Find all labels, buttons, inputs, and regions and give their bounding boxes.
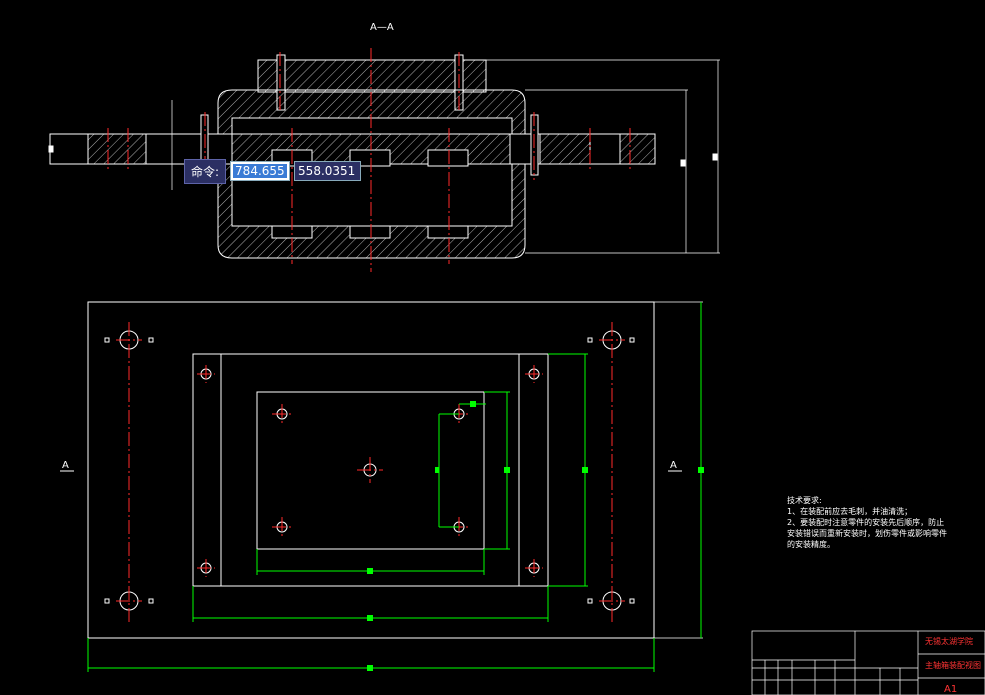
tech-title: 技术要求:: [787, 496, 822, 505]
x-coordinate-value: 784.655: [233, 164, 287, 178]
section-mark-right: A: [670, 460, 677, 471]
title-block-school: 无锡太湖学院: [925, 637, 973, 646]
gear-block-3: [427, 149, 469, 167]
center-lines-top: [107, 48, 631, 272]
frame-left-rail: [192, 353, 222, 587]
tech-line-4: 的安装精度。: [787, 540, 835, 549]
lower-block-3: [427, 225, 469, 239]
dimension-grips[interactable]: [367, 401, 704, 671]
lower-block-2: [349, 225, 391, 239]
section-view-a-a[interactable]: [48, 54, 720, 259]
command-prompt: 命令:: [184, 158, 227, 184]
shaft-hatch-right: [539, 133, 591, 165]
title-block-sheet-size: A1: [944, 684, 958, 695]
base-plate: [87, 301, 655, 639]
dimension-lines: [87, 302, 702, 672]
center-lines-plan: [116, 322, 625, 622]
plan-view[interactable]: [87, 301, 703, 639]
dynamic-input-tooltip[interactable]: 命令: 784.655 558.0351: [184, 158, 362, 184]
tech-line-3: 安装错误而重新安装时，划伤零件或影响零件: [787, 529, 947, 538]
shaft-hatch-far-right: [619, 133, 656, 165]
tech-line-2: 2、要装配时注意零件的安装先后顺序，防止: [787, 518, 945, 527]
x-coordinate-input[interactable]: 784.655: [230, 161, 291, 181]
frame-right-rail: [518, 353, 549, 587]
title-block-drawing-name: 主轴箱装配视图: [925, 661, 981, 670]
y-coordinate-input[interactable]: 558.0351: [294, 161, 362, 181]
top-cover-plate: [257, 59, 487, 93]
inner-plate: [256, 391, 485, 550]
tech-line-1: 1、在装配前应去毛刺，并油清洗；: [787, 507, 913, 516]
technical-requirements: 技术要求: 1、在装配前应去毛刺，并油清洗； 2、要装配时注意零件的安装先后顺序…: [787, 495, 977, 550]
title-block[interactable]: [751, 630, 985, 695]
section-mark-left: A: [62, 460, 69, 471]
section-title-a-a: A—A: [370, 22, 394, 33]
shaft-hatch-left: [87, 133, 147, 165]
